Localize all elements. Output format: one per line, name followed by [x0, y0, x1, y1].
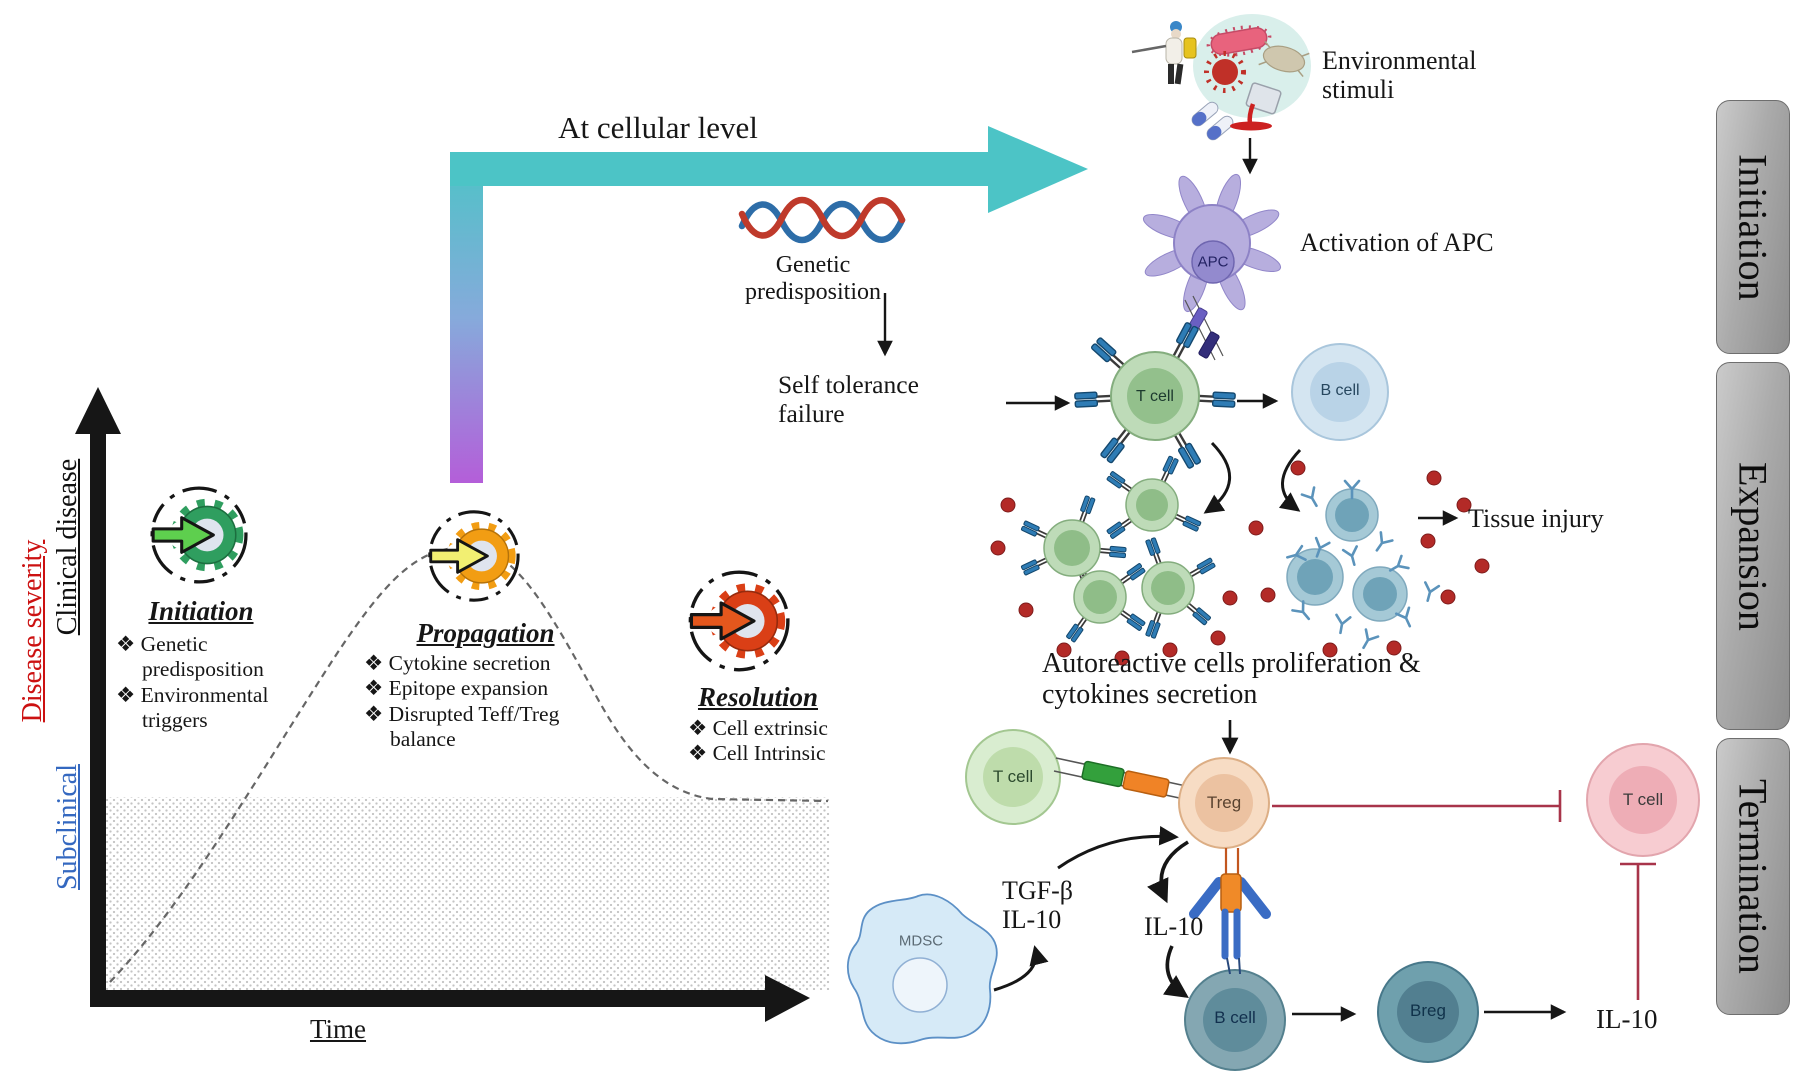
dust-mite-icon — [1258, 40, 1310, 78]
b-cell-cluster — [1284, 479, 1441, 653]
y-axis — [75, 387, 121, 995]
pills-icon — [1191, 101, 1234, 141]
curved-arrows — [993, 441, 1302, 998]
subclinical-region — [104, 797, 830, 990]
bullet-item: ❖ Cytokine secretion — [364, 651, 551, 675]
y-axis-label-clinical: Clinical disease — [52, 458, 83, 636]
t-cell-main — [1074, 321, 1236, 470]
il10-mid-label: IL-10 — [1144, 912, 1204, 941]
stage-label-initiation: Initiation — [1730, 153, 1776, 301]
phase-bullets-resolution: ❖ Cell extrinsic❖ Cell Intrinsic — [688, 716, 873, 767]
phase-title-propagation: Propagation — [416, 618, 555, 648]
bacteria-icon — [1206, 25, 1272, 57]
t-cell-green — [965, 729, 1061, 825]
t-cell-pink — [1586, 743, 1700, 857]
genetic-predisposition-label: Genetic predisposition — [745, 252, 881, 305]
antibody-icon — [1189, 848, 1271, 975]
inhibition-lines — [1272, 790, 1656, 1000]
b-cell-main — [1291, 343, 1389, 441]
autoreactive-label: Autoreactive cells proliferation & cytok… — [1042, 648, 1421, 711]
apc-label: APC — [1197, 253, 1229, 271]
sprayer-person-icon — [1131, 21, 1197, 85]
b-cell-dark-label: B cell — [1214, 1008, 1256, 1027]
treg-label: Treg — [1206, 793, 1242, 812]
cellular-level-header: At cellular level — [558, 110, 758, 145]
phase-title-resolution: Resolution — [697, 682, 819, 712]
tgfb-il10-label: TGF-β IL-10 — [1002, 876, 1074, 935]
bullet-item: ❖ Cell Intrinsic — [688, 741, 826, 766]
stage-label-expansion: Expansion — [1730, 461, 1776, 631]
b-cell-dark — [1184, 969, 1286, 1071]
chemical-spill-icon — [1230, 82, 1282, 131]
t-cell-cluster — [1020, 455, 1216, 643]
breg-label: Breg — [1410, 1001, 1446, 1020]
stage-label-termination: Termination — [1730, 779, 1776, 974]
bullet-item: ❖ Genetic predisposition — [116, 632, 264, 682]
il10-right-label: IL-10 — [1596, 1004, 1658, 1034]
apc-cell — [1142, 173, 1282, 361]
bullet-item: ❖ Cell extrinsic — [688, 716, 828, 740]
t-cell-pink-label: T cell — [1622, 790, 1664, 809]
stage-box-expansion: Expansion — [1716, 362, 1790, 730]
bullet-item: ❖ Environmental triggers — [116, 682, 269, 733]
initiation-gear-icon — [150, 486, 248, 584]
virus-icon — [1204, 51, 1246, 93]
bullet-item: ❖ Disrupted Teff/Treg balance — [364, 701, 560, 752]
disease-course-curve — [109, 545, 829, 983]
environmental-stimuli-icon — [1131, 14, 1311, 141]
tcell-treg-receptor — [1053, 757, 1187, 800]
t-cell-green-label: T cell — [992, 767, 1034, 786]
x-axis-label: Time — [309, 1014, 367, 1044]
bullet-item: ❖ Epitope expansion — [364, 676, 549, 701]
b-cell-main-label: B cell — [1320, 382, 1360, 399]
breg-cell — [1377, 961, 1479, 1063]
treg-cell — [1178, 757, 1270, 849]
phase-bullets-initiation: ❖ Genetic predisposition❖ Environmental … — [116, 632, 296, 733]
phase-title-initiation: Initiation — [148, 596, 254, 626]
mdsc-cell — [846, 893, 998, 1045]
dna-helix-icon — [738, 196, 906, 244]
y-axis-label-subclinical: Subclinical — [52, 764, 83, 890]
resolution-gear-icon — [688, 570, 790, 672]
cytokine-dots — [990, 460, 1490, 666]
environmental-stimuli-label: Environmental stimuli — [1322, 46, 1477, 105]
flow-arrows — [877, 138, 1567, 1022]
propagation-gear-icon — [428, 510, 520, 602]
x-axis — [90, 975, 810, 1022]
cellular-level-arrow — [450, 126, 1088, 483]
self-tolerance-label: Self tolerance failure — [778, 370, 919, 428]
y-axis-label-severity: Disease severity — [17, 539, 48, 723]
stage-box-initiation: Initiation — [1716, 100, 1790, 354]
stage-box-termination: Termination — [1716, 738, 1790, 1015]
mdsc-label: MDSC — [898, 932, 944, 950]
activation-apc-label: Activation of APC — [1300, 228, 1494, 257]
tissue-injury-label: Tissue injury — [1468, 504, 1604, 533]
phase-bullets-propagation: ❖ Cytokine secretion❖ Epitope expansion❖… — [364, 651, 599, 752]
t-cell-main-label: T cell — [1136, 388, 1174, 405]
